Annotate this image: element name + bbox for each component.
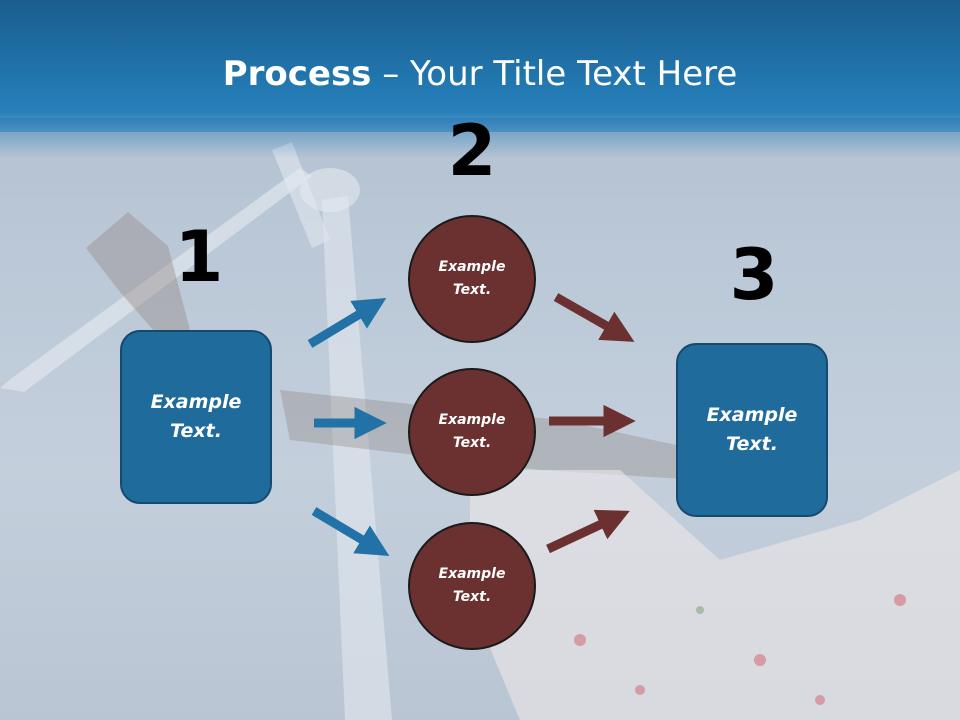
flower-pattern [754, 654, 766, 666]
step-1-label: Example Text. [150, 391, 242, 442]
arrow-top-to-3 [553, 293, 635, 342]
node-middle-label: Example Text. [438, 412, 506, 451]
title-strong: Process [222, 54, 372, 94]
node-bottom-label: Example Text. [438, 566, 506, 605]
arrow-1-to-top [307, 297, 387, 348]
flower-pattern [815, 695, 825, 705]
title-bar [0, 0, 960, 132]
step-2-node-middle: Example Text. [408, 368, 536, 496]
flower-pattern [574, 634, 586, 646]
node-top-label: Example Text. [438, 259, 506, 298]
step-number-1: 1 [174, 216, 224, 298]
flower-pattern [894, 594, 906, 606]
arm-silhouette [86, 212, 190, 338]
step-2-node-bottom: Example Text. [408, 522, 536, 650]
step-number-3: 3 [729, 234, 779, 316]
flower-pattern [696, 606, 704, 614]
flower-pattern [635, 685, 645, 695]
step-3-label: Example Text. [706, 404, 798, 455]
title-bar-fade [0, 118, 960, 158]
step-number-2: 2 [447, 110, 497, 192]
slide-title: Process – Your Title Text Here [0, 52, 960, 96]
arrow-1-to-bottom [311, 507, 390, 556]
turbine-hub [300, 168, 360, 212]
step-1-box: Example Text. [120, 330, 272, 504]
title-rest: – Your Title Text Here [371, 54, 738, 94]
arrow-bottom-to-3 [546, 509, 630, 554]
step-3-box: Example Text. [676, 343, 828, 517]
turbine-blade [0, 168, 312, 392]
step-2-node-top: Example Text. [408, 215, 536, 343]
